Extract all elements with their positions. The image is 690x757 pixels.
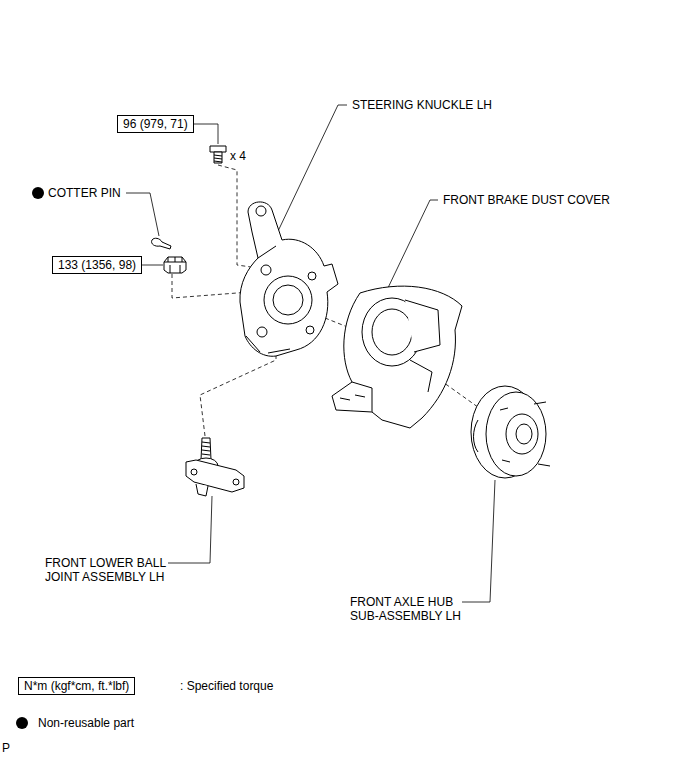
legend-text: Non-reusable part [38, 716, 134, 730]
assembly-lines [172, 165, 482, 436]
legend-text: : Specified torque [180, 679, 273, 693]
torque-value: 133 (1356, 98) [58, 258, 136, 272]
torque-spec-box: 133 (1356, 98) [52, 256, 142, 274]
leader-line [194, 124, 218, 144]
steering-knuckle [240, 202, 338, 356]
part-name: FRONT BRAKE DUST COVER [443, 193, 610, 207]
part-name: FRONT LOWER BALL JOINT ASSEMBLY LH [45, 556, 185, 584]
page-mark: P [2, 741, 10, 755]
brake-dust-cover [332, 286, 462, 428]
part-name: COTTER PIN [48, 186, 121, 200]
cotter-pin [152, 238, 171, 249]
lower-ball-joint [186, 438, 244, 496]
torque-spec-box: 96 (979, 71) [117, 115, 194, 133]
legend-torque-box: N*m (kgf*cm, ft.*lbf) [18, 677, 135, 695]
non-reusable-mark [16, 717, 28, 729]
castle-nut [164, 257, 186, 273]
leader-lines [126, 105, 495, 602]
part-name: STEERING KNUCKLE LH [352, 98, 492, 112]
part-name: FRONT AXLE HUB SUB-ASSEMBLY LH [350, 595, 475, 623]
torque-value: 96 (979, 71) [123, 117, 188, 131]
leader-line [142, 265, 163, 266]
torque-value: N*m (kgf*cm, ft.*lbf) [24, 679, 129, 693]
bolt [210, 146, 226, 163]
non-reusable-mark [32, 187, 44, 199]
quantity-label: x 4 [230, 149, 246, 163]
axle-hub [471, 386, 550, 478]
